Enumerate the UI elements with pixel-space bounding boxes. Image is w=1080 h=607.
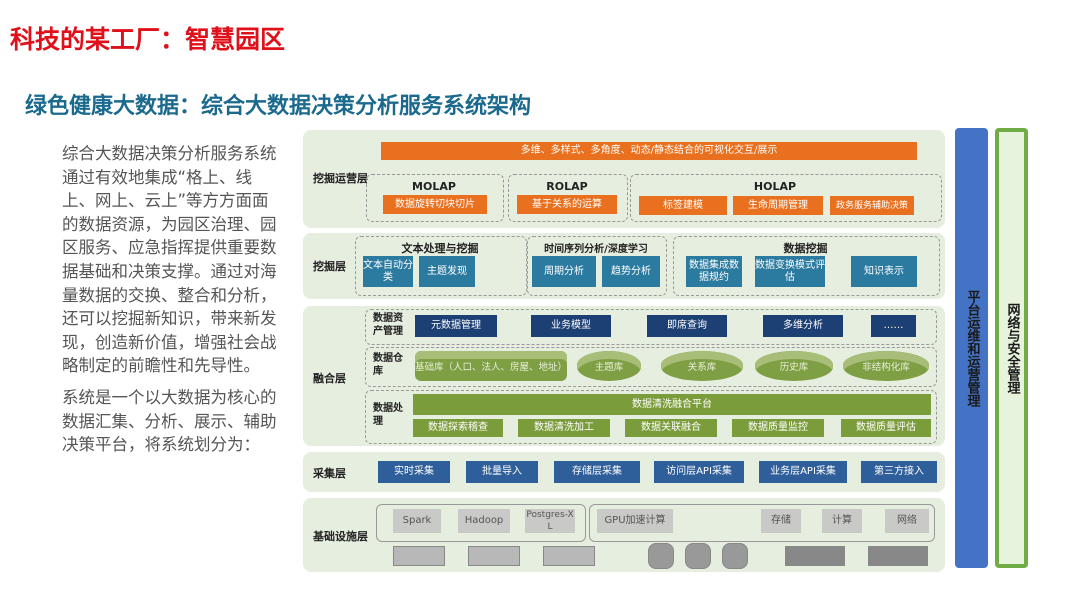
ops-item: 标签建模 bbox=[639, 196, 727, 215]
mining-group bbox=[355, 236, 527, 296]
layer-label: 基础设施层 bbox=[313, 530, 368, 543]
server-rack-icon bbox=[468, 546, 520, 566]
processing-group bbox=[365, 390, 937, 444]
software-item: Spark bbox=[393, 509, 441, 533]
database-icon bbox=[722, 543, 748, 569]
ops-item: 生命周期管理 bbox=[733, 196, 823, 215]
mining-item: 趋势分析 bbox=[602, 256, 660, 287]
collect-item: 业务层API采集 bbox=[759, 461, 847, 483]
warehouse-group bbox=[365, 347, 937, 387]
database-cylinder: 主题库 bbox=[577, 351, 641, 381]
visualization-banner: 多维、多样式、多角度、动态/静态结合的可视化交互/展示 bbox=[381, 142, 917, 160]
collect-item: 存储层采集 bbox=[554, 461, 640, 483]
processing-item: 数据质量评估 bbox=[841, 419, 931, 437]
asset-item: 多维分析 bbox=[763, 315, 843, 337]
asset-item: 元数据管理 bbox=[415, 315, 497, 337]
processing-item: 数据质量监控 bbox=[732, 419, 824, 437]
layer-label: 采集层 bbox=[313, 467, 346, 480]
group-title: 时间序列分析/深度学习 bbox=[544, 244, 648, 255]
group-title: 文本处理与挖掘 bbox=[401, 242, 479, 255]
slide-title: 科技的某工厂：智慧园区 bbox=[10, 25, 286, 54]
layer-mining: 挖掘层 文本处理与挖掘 文本自动分类 主题发现 时间序列分析/深度学习 周期分析… bbox=[303, 233, 945, 299]
layer-ops: 挖掘运营层 多维、多样式、多角度、动态/静态结合的可视化交互/展示 MOLAP … bbox=[303, 130, 945, 228]
mining-item: 数据集成数据规约 bbox=[686, 256, 742, 287]
software-item: Postgres-XL bbox=[525, 509, 575, 533]
database-cylinder: 非结构化库 bbox=[843, 351, 929, 381]
asset-item: 即席查询 bbox=[647, 315, 727, 337]
ops-item: 政务服务辅助决策 bbox=[830, 196, 914, 215]
group-label: 数据仓库 bbox=[373, 353, 403, 377]
hardware-group bbox=[589, 504, 935, 542]
network-switch-icon bbox=[785, 546, 845, 566]
software-group bbox=[376, 504, 586, 542]
layer-collect: 采集层 实时采集 批量导入 存储层采集 访问层API采集 业务层API采集 第三… bbox=[303, 452, 945, 492]
database-icon bbox=[648, 543, 674, 569]
mining-item: 文本自动分类 bbox=[363, 256, 413, 287]
database-cylinder: 历史库 bbox=[755, 351, 833, 381]
ops-item: 数据旋转切块切片 bbox=[383, 195, 487, 214]
layer-label: 挖掘运营层 bbox=[313, 172, 368, 185]
paragraph: 系统是一个以大数据为核心的数据汇集、分析、展示、辅助决策平台，将系统划分为： bbox=[62, 387, 277, 455]
layer-fusion: 融合层 数据资产管理 元数据管理 业务模型 即席查询 多维分析 …… 数据仓库 … bbox=[303, 306, 945, 446]
group-title: 数据挖掘 bbox=[783, 242, 828, 255]
processing-item: 数据探索稽查 bbox=[413, 419, 503, 437]
collect-item: 实时采集 bbox=[378, 461, 450, 483]
hardware-item: 网络 bbox=[885, 509, 929, 533]
mining-group bbox=[527, 236, 667, 296]
holap-group bbox=[630, 174, 942, 222]
ops-item: 基于关系的运算 bbox=[517, 195, 617, 214]
hardware-item: 计算 bbox=[822, 509, 862, 533]
molap-group bbox=[366, 174, 504, 222]
group-title: HOLAP bbox=[753, 180, 797, 193]
hardware-item: 存储 bbox=[761, 509, 801, 533]
hardware-item: GPU加速计算 bbox=[597, 509, 673, 533]
mining-group bbox=[673, 236, 940, 296]
server-rack-icon bbox=[543, 546, 595, 566]
group-label: 数据处理 bbox=[373, 403, 403, 427]
database-icon bbox=[685, 543, 711, 569]
group-label: 数据资产管理 bbox=[373, 313, 403, 337]
group-title: MOLAP bbox=[412, 180, 456, 193]
paragraph: 综合大数据决策分析服务系统通过有效地集成“格上、线上、网上、云上”等方方面面的数… bbox=[62, 144, 277, 376]
mining-item: 知识表示 bbox=[851, 256, 917, 287]
processing-item: 数据清洗加工 bbox=[518, 419, 610, 437]
database-cylinder: 关系库 bbox=[661, 351, 743, 381]
description: 综合大数据决策分析服务系统通过有效地集成“格上、线上、网上、云上”等方方面面的数… bbox=[62, 142, 284, 465]
cleaning-platform: 数据清洗融合平台 bbox=[413, 394, 931, 415]
asset-group bbox=[365, 309, 937, 345]
server-rack-icon bbox=[393, 546, 445, 566]
software-item: Hadoop bbox=[458, 509, 510, 533]
layer-label: 融合层 bbox=[313, 372, 346, 385]
mining-item: 周期分析 bbox=[532, 256, 596, 287]
rolap-group bbox=[508, 174, 628, 222]
processing-item: 数据关联融合 bbox=[625, 419, 717, 437]
group-title: ROLAP bbox=[546, 180, 588, 193]
mining-item: 数据变换模式评估 bbox=[755, 256, 825, 287]
mining-item: 主题发现 bbox=[419, 256, 475, 287]
collect-item: 第三方接入 bbox=[861, 461, 937, 483]
slide-subtitle: 绿色健康大数据：综合大数据决策分析服务系统架构 bbox=[25, 94, 532, 119]
network-switch-icon bbox=[868, 546, 928, 566]
security-bar: 网络与安全管理 bbox=[995, 128, 1028, 568]
collect-item: 批量导入 bbox=[466, 461, 538, 483]
asset-item: …… bbox=[871, 315, 916, 337]
asset-item: 业务模型 bbox=[531, 315, 611, 337]
database-cylinder: 基础库（人口、法人、房屋、地址） bbox=[415, 351, 567, 381]
ops-management-bar: 平台运维和运营管理 bbox=[955, 128, 988, 568]
layer-label: 挖掘层 bbox=[313, 260, 346, 273]
collect-item: 访问层API采集 bbox=[654, 461, 744, 483]
